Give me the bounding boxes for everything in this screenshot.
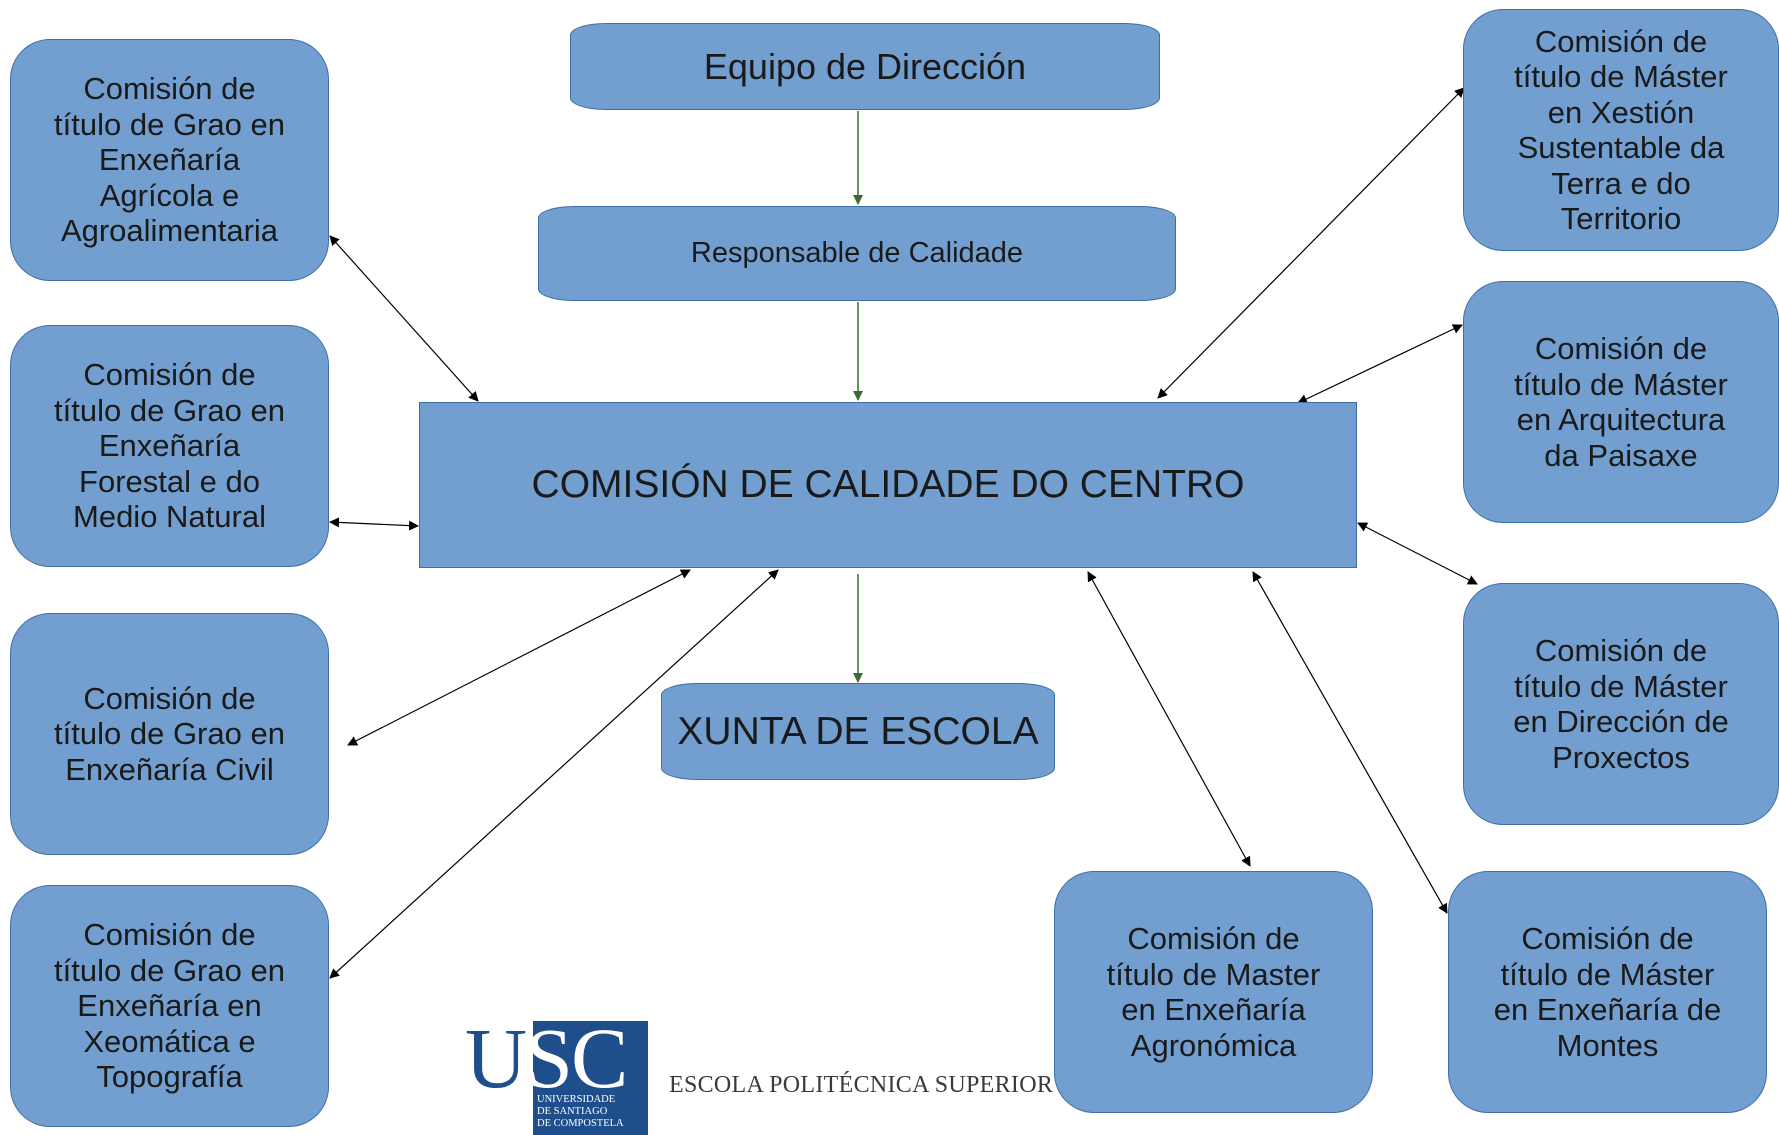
comision-master-montes-box: Comisión de título de Máster en Enxeñarí… [1448, 871, 1767, 1113]
equipo-direccion-box: Equipo de Dirección [570, 23, 1160, 110]
comision-master-paisaxe-label: Comisión de título de Máster en Arquitec… [1514, 331, 1728, 473]
comision-master-paisaxe-box: Comisión de título de Máster en Arquitec… [1463, 281, 1779, 523]
comision-calidade-centro-label: COMISIÓN DE CALIDADE DO CENTRO [531, 463, 1245, 506]
comision-master-agronomica-box: Comisión de título de Master en Enxeñarí… [1054, 871, 1373, 1113]
usc-university-name: UNIVERSIDADE DE SANTIAGO DE COMPOSTELA [537, 1094, 624, 1129]
link-grao-agricola [329, 235, 479, 402]
link-grao-civil [347, 569, 691, 746]
responsable-calidade-box: Responsable de Calidade [538, 206, 1176, 301]
link-master-xestion [1157, 87, 1465, 399]
link-master-paisaxe [1297, 324, 1463, 404]
comision-master-xestion-box: Comisión de título de Máster en Xestión … [1463, 9, 1779, 251]
comision-grao-civil-label: Comisión de título de Grao en Enxeñaría … [54, 680, 285, 787]
comision-master-montes-label: Comisión de título de Máster en Enxeñarí… [1493, 921, 1722, 1063]
link-grao-forestal [329, 517, 419, 531]
comision-master-xestion-label: Comisión de título de Máster en Xestión … [1514, 23, 1728, 237]
responsable-calidade-label: Responsable de Calidade [690, 237, 1024, 269]
comision-grao-forestal-label: Comisión de título de Grao en Enxeñaría … [54, 357, 285, 535]
comision-grao-agricola-box: Comisión de título de Grao en Enxeñaría … [10, 39, 329, 281]
link-master-montes [1252, 571, 1448, 914]
comision-master-proxectos-label: Comisión de título de Máster en Direcció… [1513, 633, 1729, 775]
comision-master-proxectos-box: Comisión de título de Máster en Direcció… [1463, 583, 1779, 825]
comision-grao-forestal-box: Comisión de título de Grao en Enxeñaría … [10, 325, 329, 567]
comision-grao-xeomatica-box: Comisión de título de Grao en Enxeñaría … [10, 885, 329, 1127]
usc-acronym: USC [465, 1010, 628, 1106]
link-master-proxectos [1357, 522, 1478, 585]
equipo-direccion-label: Equipo de Dirección [703, 45, 1027, 87]
school-name: ESCOLA POLITÉCNICA SUPERIOR [669, 1072, 1054, 1098]
usc-logo-mark [533, 1021, 648, 1135]
comision-master-agronomica-label: Comisión de título de Master en Enxeñarí… [1106, 921, 1321, 1063]
comision-grao-xeomatica-label: Comisión de título de Grao en Enxeñaría … [54, 917, 285, 1095]
xunta-escola-box: XUNTA DE ESCOLA [661, 683, 1055, 780]
link-master-agronomica [1087, 571, 1251, 867]
comision-grao-agricola-label: Comisión de título de Grao en Enxeñaría … [54, 71, 285, 249]
comision-calidade-centro-box: COMISIÓN DE CALIDADE DO CENTRO [419, 402, 1357, 568]
xunta-escola-label: XUNTA DE ESCOLA [677, 709, 1039, 753]
comision-grao-civil-box: Comisión de título de Grao en Enxeñaría … [10, 613, 329, 855]
